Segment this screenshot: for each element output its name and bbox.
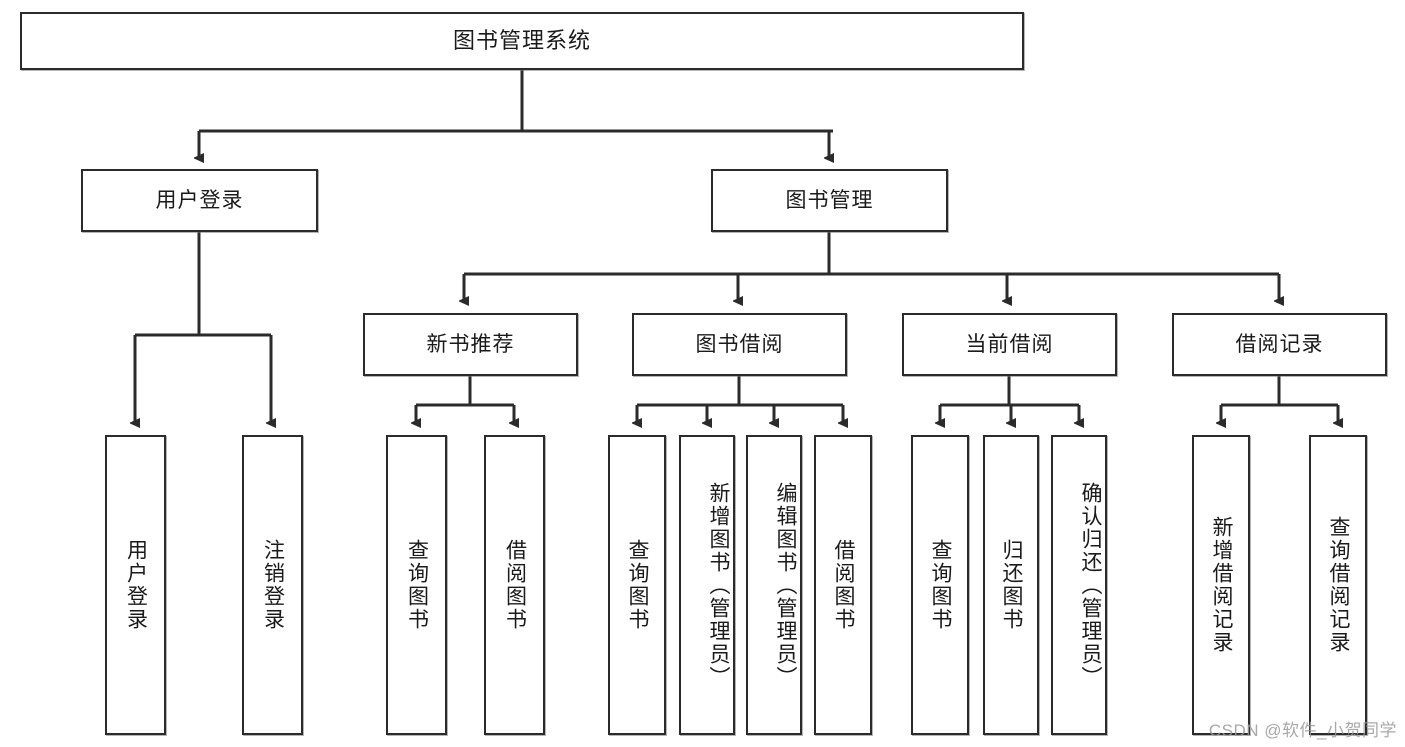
node-leaf-borrow-book-recommend[interactable]: 借阅图书 — [484, 435, 545, 735]
csdn-watermark: CSDN @软件_小贺同学 — [1208, 721, 1397, 740]
node-user-login[interactable]: 用户登录 — [81, 169, 318, 232]
node-label: 归还图书 — [1000, 539, 1023, 631]
node-leaf-query-book-borrow[interactable]: 查询图书 — [608, 435, 666, 735]
node-label: 查询图书 — [929, 539, 952, 631]
node-label: 当前借阅 — [965, 332, 1054, 356]
node-borrow-record[interactable]: 借阅记录 — [1172, 313, 1387, 376]
node-label: 新书推荐 — [426, 332, 515, 356]
node-leaf-edit-book-admin[interactable]: 编辑图书（管理员） — [746, 435, 802, 735]
node-leaf-query-book-recommend[interactable]: 查询图书 — [386, 435, 447, 735]
node-leaf-confirm-return-admin[interactable]: 确认归还（管理员） — [1051, 435, 1107, 735]
node-label: 图书管理 — [785, 188, 874, 212]
node-label: 查询图书 — [405, 539, 429, 631]
node-leaf-add-borrow-record[interactable]: 新增借阅记录 — [1192, 435, 1250, 735]
node-label: 借阅图书 — [832, 539, 855, 631]
node-leaf-logout[interactable]: 注销登录 — [242, 435, 303, 735]
node-label: 借阅记录 — [1235, 332, 1324, 356]
node-label: 确认归还（管理员） — [1079, 481, 1102, 689]
node-label: 查询图书 — [626, 539, 649, 631]
node-label: 查询借阅记录 — [1327, 516, 1350, 654]
node-label: 借阅图书 — [503, 539, 527, 631]
node-label: 用户登录 — [124, 539, 148, 631]
node-root-system[interactable]: 图书管理系统 — [20, 12, 1024, 70]
node-leaf-return-book[interactable]: 归还图书 — [983, 435, 1039, 735]
node-leaf-query-book-current[interactable]: 查询图书 — [911, 435, 969, 735]
node-new-book-recommend[interactable]: 新书推荐 — [363, 313, 578, 376]
node-book-borrow[interactable]: 图书借阅 — [632, 313, 847, 376]
node-leaf-user-login[interactable]: 用户登录 — [105, 435, 166, 735]
node-label: 新增借阅记录 — [1210, 516, 1233, 654]
node-leaf-add-book-admin[interactable]: 新增图书（管理员） — [679, 435, 735, 735]
node-label: 编辑图书（管理员） — [774, 481, 797, 689]
node-label: 图书管理系统 — [452, 27, 591, 53]
node-leaf-query-borrow-record[interactable]: 查询借阅记录 — [1309, 435, 1367, 735]
node-label: 用户登录 — [155, 188, 244, 212]
node-leaf-borrow-book[interactable]: 借阅图书 — [814, 435, 872, 735]
node-label: 图书借阅 — [695, 332, 784, 356]
node-current-borrow[interactable]: 当前借阅 — [902, 313, 1117, 376]
node-label: 新增图书（管理员） — [707, 481, 730, 689]
node-label: 注销登录 — [261, 539, 285, 631]
node-book-management[interactable]: 图书管理 — [711, 169, 948, 232]
